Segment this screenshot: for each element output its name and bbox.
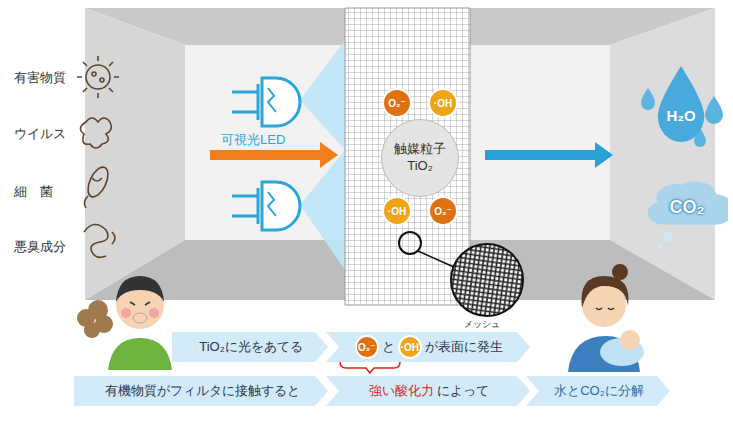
category-label: 悪臭成分 (14, 238, 66, 256)
node-text: ·OH (401, 342, 419, 353)
node-text: O₂⁻ (358, 342, 376, 353)
filter-mesh (345, 8, 470, 305)
radical-circle: O₂⁻ (382, 88, 412, 118)
odor (77, 300, 113, 338)
mesh-zoom (451, 244, 523, 316)
node-text: ·OH (388, 206, 406, 217)
drop-outline (652, 66, 710, 142)
man-figure (108, 276, 172, 370)
node-text: CO₂ (670, 197, 705, 218)
catalyst-circle: 触媒粒子 TiO₂ (381, 119, 459, 197)
node-text: O₂⁻ (388, 98, 406, 109)
leader-line (418, 251, 456, 268)
bracket (340, 362, 400, 373)
filter (345, 8, 470, 305)
node-text: H₂O (666, 107, 695, 124)
node-text: ·OH (434, 98, 452, 109)
step-chevron: TiO₂に光をあてる (172, 332, 328, 362)
node-text: と (382, 338, 395, 356)
category-label: 有害物質 (14, 69, 66, 87)
node-text: 有機物質がフィルタに接触すると (105, 382, 300, 400)
node-text: O₂⁻ (434, 206, 452, 217)
co2-cloud: CO₂ (646, 176, 728, 230)
light-beam (300, 40, 345, 150)
radical-circle: ·OH (398, 335, 422, 359)
flow-arrow (485, 142, 613, 168)
node-text: TiO₂に光をあてる (199, 338, 303, 356)
water-drop: H₂O (652, 66, 710, 142)
light-beam (300, 150, 345, 270)
step-chevron: 水とCO₂に分解 (526, 376, 670, 406)
magnifier (399, 232, 421, 254)
led (232, 78, 300, 126)
step-chevron: 有機物質がフィルタに接触すると (74, 376, 328, 406)
water-drop (705, 96, 723, 124)
node-text: によって (437, 382, 489, 400)
step-chevron: と が表面に発生 O₂⁻ ·OH (326, 332, 530, 362)
part-label: 可視光LED (221, 131, 285, 149)
mesh-zoom (451, 244, 523, 316)
pathogen-icons (77, 56, 119, 257)
water-drop (641, 88, 655, 110)
part-label: メッシュ (464, 318, 500, 331)
radical-circle: ·OH (382, 196, 412, 226)
led (232, 182, 300, 230)
radical-circle: O₂⁻ (428, 196, 458, 226)
mother-figure (568, 264, 644, 372)
node-text: が表面に発生 (425, 338, 503, 356)
node-text: 水とCO₂に分解 (554, 382, 644, 400)
node-text: 強い酸化力 (369, 382, 434, 400)
category-label: 細 菌 (14, 183, 53, 201)
cloud-puff (657, 243, 663, 249)
radical-circle: ·OH (428, 88, 458, 118)
node-text: 触媒粒子 TiO₂ (390, 141, 450, 175)
category-label: ウイルス (14, 125, 66, 143)
radical-circle: O₂⁻ (355, 335, 379, 359)
step-chevron: 強い酸化力によって (326, 376, 530, 406)
cloud-puff (663, 232, 673, 242)
